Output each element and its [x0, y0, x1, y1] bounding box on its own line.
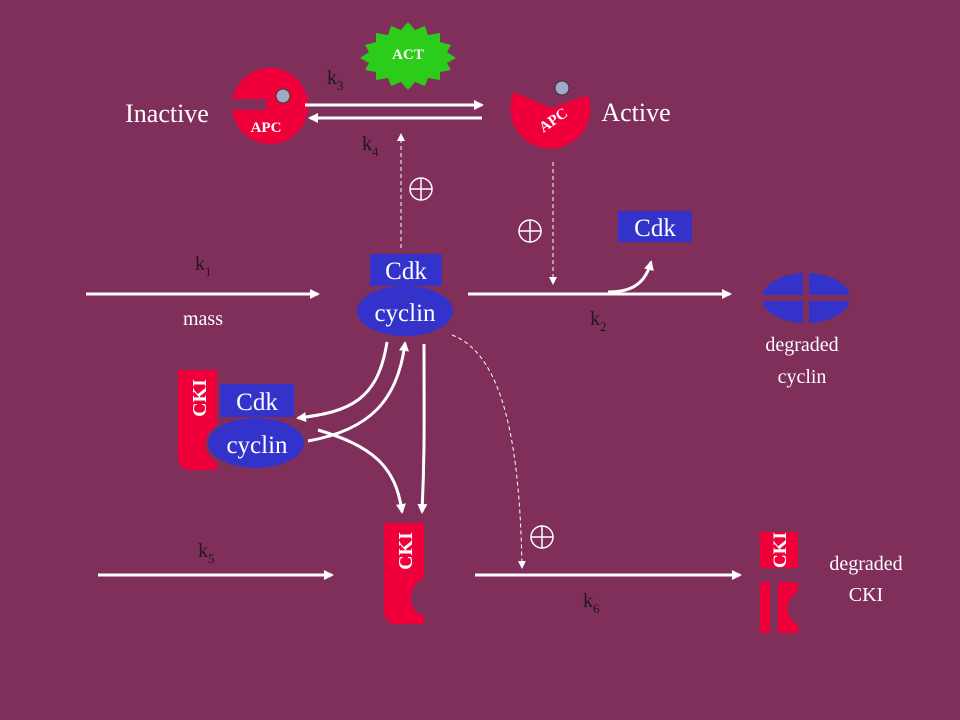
- free-cki: CKI: [384, 523, 424, 624]
- degraded-cyclin-icon: [762, 272, 850, 324]
- trimer-cdk-label: Cdk: [236, 389, 278, 416]
- inactive-apc-eye-icon: [275, 88, 291, 104]
- plus-icon: [518, 219, 542, 243]
- active-label: Active: [601, 98, 670, 127]
- cki-cdk-cyclin-trimer: CKI Cdk cyclin: [178, 370, 304, 470]
- inactive-apc: APC: [230, 68, 308, 144]
- trimer-cki-label: CKI: [189, 379, 211, 417]
- trimer-cyclin-label: cyclin: [226, 432, 288, 459]
- act-activator: ACT: [360, 22, 456, 90]
- free-cdk-box: [618, 211, 692, 242]
- plus-icon: [530, 525, 554, 549]
- degraded-cyclin-label-line2: cyclin: [778, 366, 827, 388]
- inactive-apc-label: APC: [251, 120, 282, 136]
- degraded-cki-label-line1: degraded: [829, 553, 902, 575]
- arrow-trimer-dissociation: [307, 341, 409, 443]
- rate-k1: k1: [195, 253, 212, 279]
- cdk-box: [370, 254, 442, 286]
- active-apc-eye-icon: [554, 80, 570, 96]
- act-label: ACT: [392, 47, 424, 63]
- degraded-cki-top-fragment: [760, 532, 798, 568]
- rate-k3: k3: [327, 67, 344, 93]
- rate-k4: k4: [362, 133, 379, 159]
- rate-k5: k5: [198, 540, 215, 566]
- rate-k6: k6: [583, 590, 600, 616]
- cyclin-ellipse: [357, 286, 453, 336]
- inactive-label: Inactive: [125, 99, 209, 128]
- free-cdk-label: Cdk: [634, 215, 676, 242]
- degraded-cyclin-label-line1: degraded: [765, 334, 838, 356]
- dashed-arrow-cyclin-to-k6: [451, 334, 526, 569]
- degraded-cki-bottom-fragment: [760, 582, 798, 633]
- trimer-cdk-box: [220, 384, 294, 417]
- cdk-label: Cdk: [385, 258, 427, 285]
- arrow-trimer-association: [296, 341, 389, 423]
- mass-label: mass: [183, 308, 223, 330]
- degraded-cki-fragment-label: CKI: [770, 532, 791, 568]
- free-cdk: Cdk: [618, 211, 692, 242]
- cdk-release-arrow: [607, 260, 654, 294]
- cdk-cyclin-complex: Cdk cyclin: [357, 254, 453, 336]
- free-cki-shape: [384, 523, 424, 624]
- trimer-cki-shape: [178, 370, 217, 470]
- free-cki-label: CKI: [395, 532, 417, 570]
- plus-icon: [409, 177, 433, 201]
- degraded-cki-icon: CKI: [760, 532, 798, 633]
- arrow-cdk-to-cki: [417, 343, 428, 514]
- act-starburst-icon: [360, 22, 456, 90]
- active-apc: APC: [510, 80, 591, 149]
- arrow-trimer-to-cki: [317, 428, 406, 514]
- cyclin-label: cyclin: [374, 300, 436, 327]
- degraded-cki-label-line2: CKI: [849, 584, 883, 606]
- trimer-cyclin-ellipse: [208, 418, 304, 468]
- active-apc-body: [510, 92, 591, 149]
- rate-k2: k2: [590, 308, 607, 334]
- inactive-apc-body: [232, 68, 308, 144]
- inactive-apc-notch: [230, 99, 266, 110]
